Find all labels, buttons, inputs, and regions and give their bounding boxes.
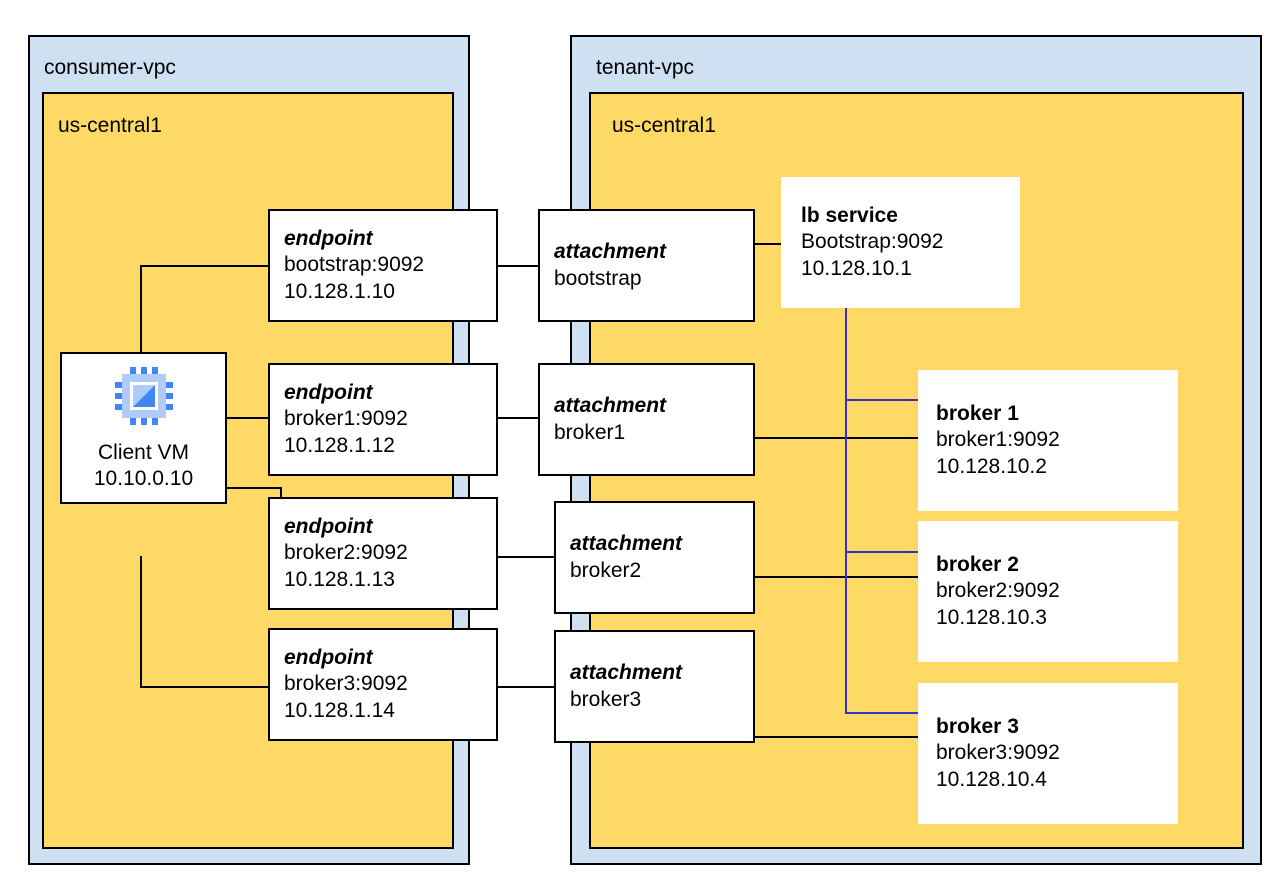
endpoint-broker2-kind: endpoint: [284, 514, 373, 538]
broker-2-ip: 10.128.10.3: [936, 605, 1047, 629]
compute-engine-cpu-icon: [113, 365, 175, 432]
lb-service-node[interactable]: lb service Bootstrap:9092 10.128.10.1: [781, 177, 1020, 308]
wire-attachment-broker1: [753, 437, 920, 439]
endpoint-broker1-kind: endpoint: [284, 380, 373, 404]
client-vm-ip: 10.10.0.10: [93, 466, 194, 490]
endpoint-bootstrap-kind: endpoint: [284, 226, 373, 250]
attachment-broker2-node[interactable]: attachment broker2: [554, 501, 755, 614]
endpoint-broker2-ip: 10.128.1.13: [284, 567, 395, 591]
attachment-broker3-name: broker3: [570, 687, 642, 711]
wire-lb-broker1-branch: [845, 399, 920, 401]
broker-3-ip: 10.128.10.4: [936, 767, 1047, 791]
wire-vm-broker1: [227, 417, 270, 419]
attachment-bootstrap-kind: attachment: [554, 240, 667, 264]
wire-vm-broker2-stub: [227, 487, 282, 489]
broker-3-node[interactable]: broker 3 broker3:9092 10.128.10.4: [918, 683, 1178, 824]
attachment-broker1-name: broker1: [554, 420, 626, 444]
broker-1-node[interactable]: broker 1 broker1:9092 10.128.10.2: [918, 370, 1178, 511]
wire-lb-broker2-branch: [845, 551, 920, 553]
wire-lb-broker-trunk: [845, 308, 847, 714]
wire-vm-broker3-vertical: [140, 556, 142, 688]
wire-vm-broker3-horizontal: [140, 686, 270, 688]
consumer-vpc-label: consumer-vpc: [44, 56, 176, 79]
endpoint-broker2-host: broker2:9092: [284, 541, 408, 565]
attachment-broker3-kind: attachment: [570, 661, 683, 685]
endpoint-broker1-host: broker1:9092: [284, 407, 408, 431]
lb-service-title: lb service: [801, 203, 898, 227]
attachment-broker2-name: broker2: [570, 558, 642, 582]
wire-endpoint-attachment-broker1: [496, 417, 540, 419]
endpoint-broker1-ip: 10.128.1.12: [284, 433, 395, 457]
lb-service-ip: 10.128.10.1: [801, 256, 912, 280]
wire-attachment-broker3: [753, 736, 920, 738]
endpoint-broker3-host: broker3:9092: [284, 672, 408, 696]
attachment-bootstrap-name: bootstrap: [554, 266, 642, 290]
broker-3-host: broker3:9092: [936, 741, 1060, 765]
wire-attachment-broker2: [753, 576, 920, 578]
broker-1-title: broker 1: [936, 401, 1019, 425]
broker-1-host: broker1:9092: [936, 428, 1060, 452]
attachment-bootstrap-node[interactable]: attachment bootstrap: [538, 209, 755, 322]
attachment-broker1-node[interactable]: attachment broker1: [538, 363, 755, 476]
endpoint-broker3-node[interactable]: endpoint broker3:9092 10.128.1.14: [268, 628, 498, 741]
wire-vm-bootstrap-vertical: [140, 265, 142, 353]
wire-attachment-lb-service: [753, 243, 783, 245]
client-vm-node[interactable]: Client VM 10.10.0.10: [60, 352, 227, 504]
broker-1-ip: 10.128.10.2: [936, 454, 1047, 478]
wire-endpoint-attachment-broker2: [496, 556, 556, 558]
tenant-vpc-label: tenant-vpc: [596, 56, 695, 79]
endpoint-broker2-node[interactable]: endpoint broker2:9092 10.128.1.13: [268, 497, 498, 610]
wire-endpoint-attachment-broker3: [496, 686, 556, 688]
wire-vm-bootstrap-horizontal: [140, 265, 270, 267]
endpoint-broker3-kind: endpoint: [284, 645, 373, 669]
broker-3-title: broker 3: [936, 714, 1019, 738]
endpoint-bootstrap-node[interactable]: endpoint bootstrap:9092 10.128.1.10: [268, 209, 498, 322]
lb-service-host: Bootstrap:9092: [801, 230, 944, 254]
consumer-region-label: us-central1: [58, 114, 162, 137]
broker-2-host: broker2:9092: [936, 579, 1060, 603]
tenant-region-label: us-central1: [612, 114, 716, 137]
attachment-broker3-node[interactable]: attachment broker3: [554, 630, 755, 743]
wire-lb-broker3-branch: [845, 712, 920, 714]
broker-2-title: broker 2: [936, 552, 1019, 576]
attachment-broker1-kind: attachment: [554, 394, 667, 418]
endpoint-bootstrap-ip: 10.128.1.10: [284, 279, 395, 303]
client-vm-name: Client VM: [97, 440, 190, 464]
endpoint-bootstrap-host: bootstrap:9092: [284, 253, 425, 277]
wire-endpoint-attachment-bootstrap: [496, 265, 540, 267]
attachment-broker2-kind: attachment: [570, 532, 683, 556]
broker-2-node[interactable]: broker 2 broker2:9092 10.128.10.3: [918, 521, 1178, 662]
endpoint-broker3-ip: 10.128.1.14: [284, 698, 395, 722]
endpoint-broker1-node[interactable]: endpoint broker1:9092 10.128.1.12: [268, 363, 498, 476]
